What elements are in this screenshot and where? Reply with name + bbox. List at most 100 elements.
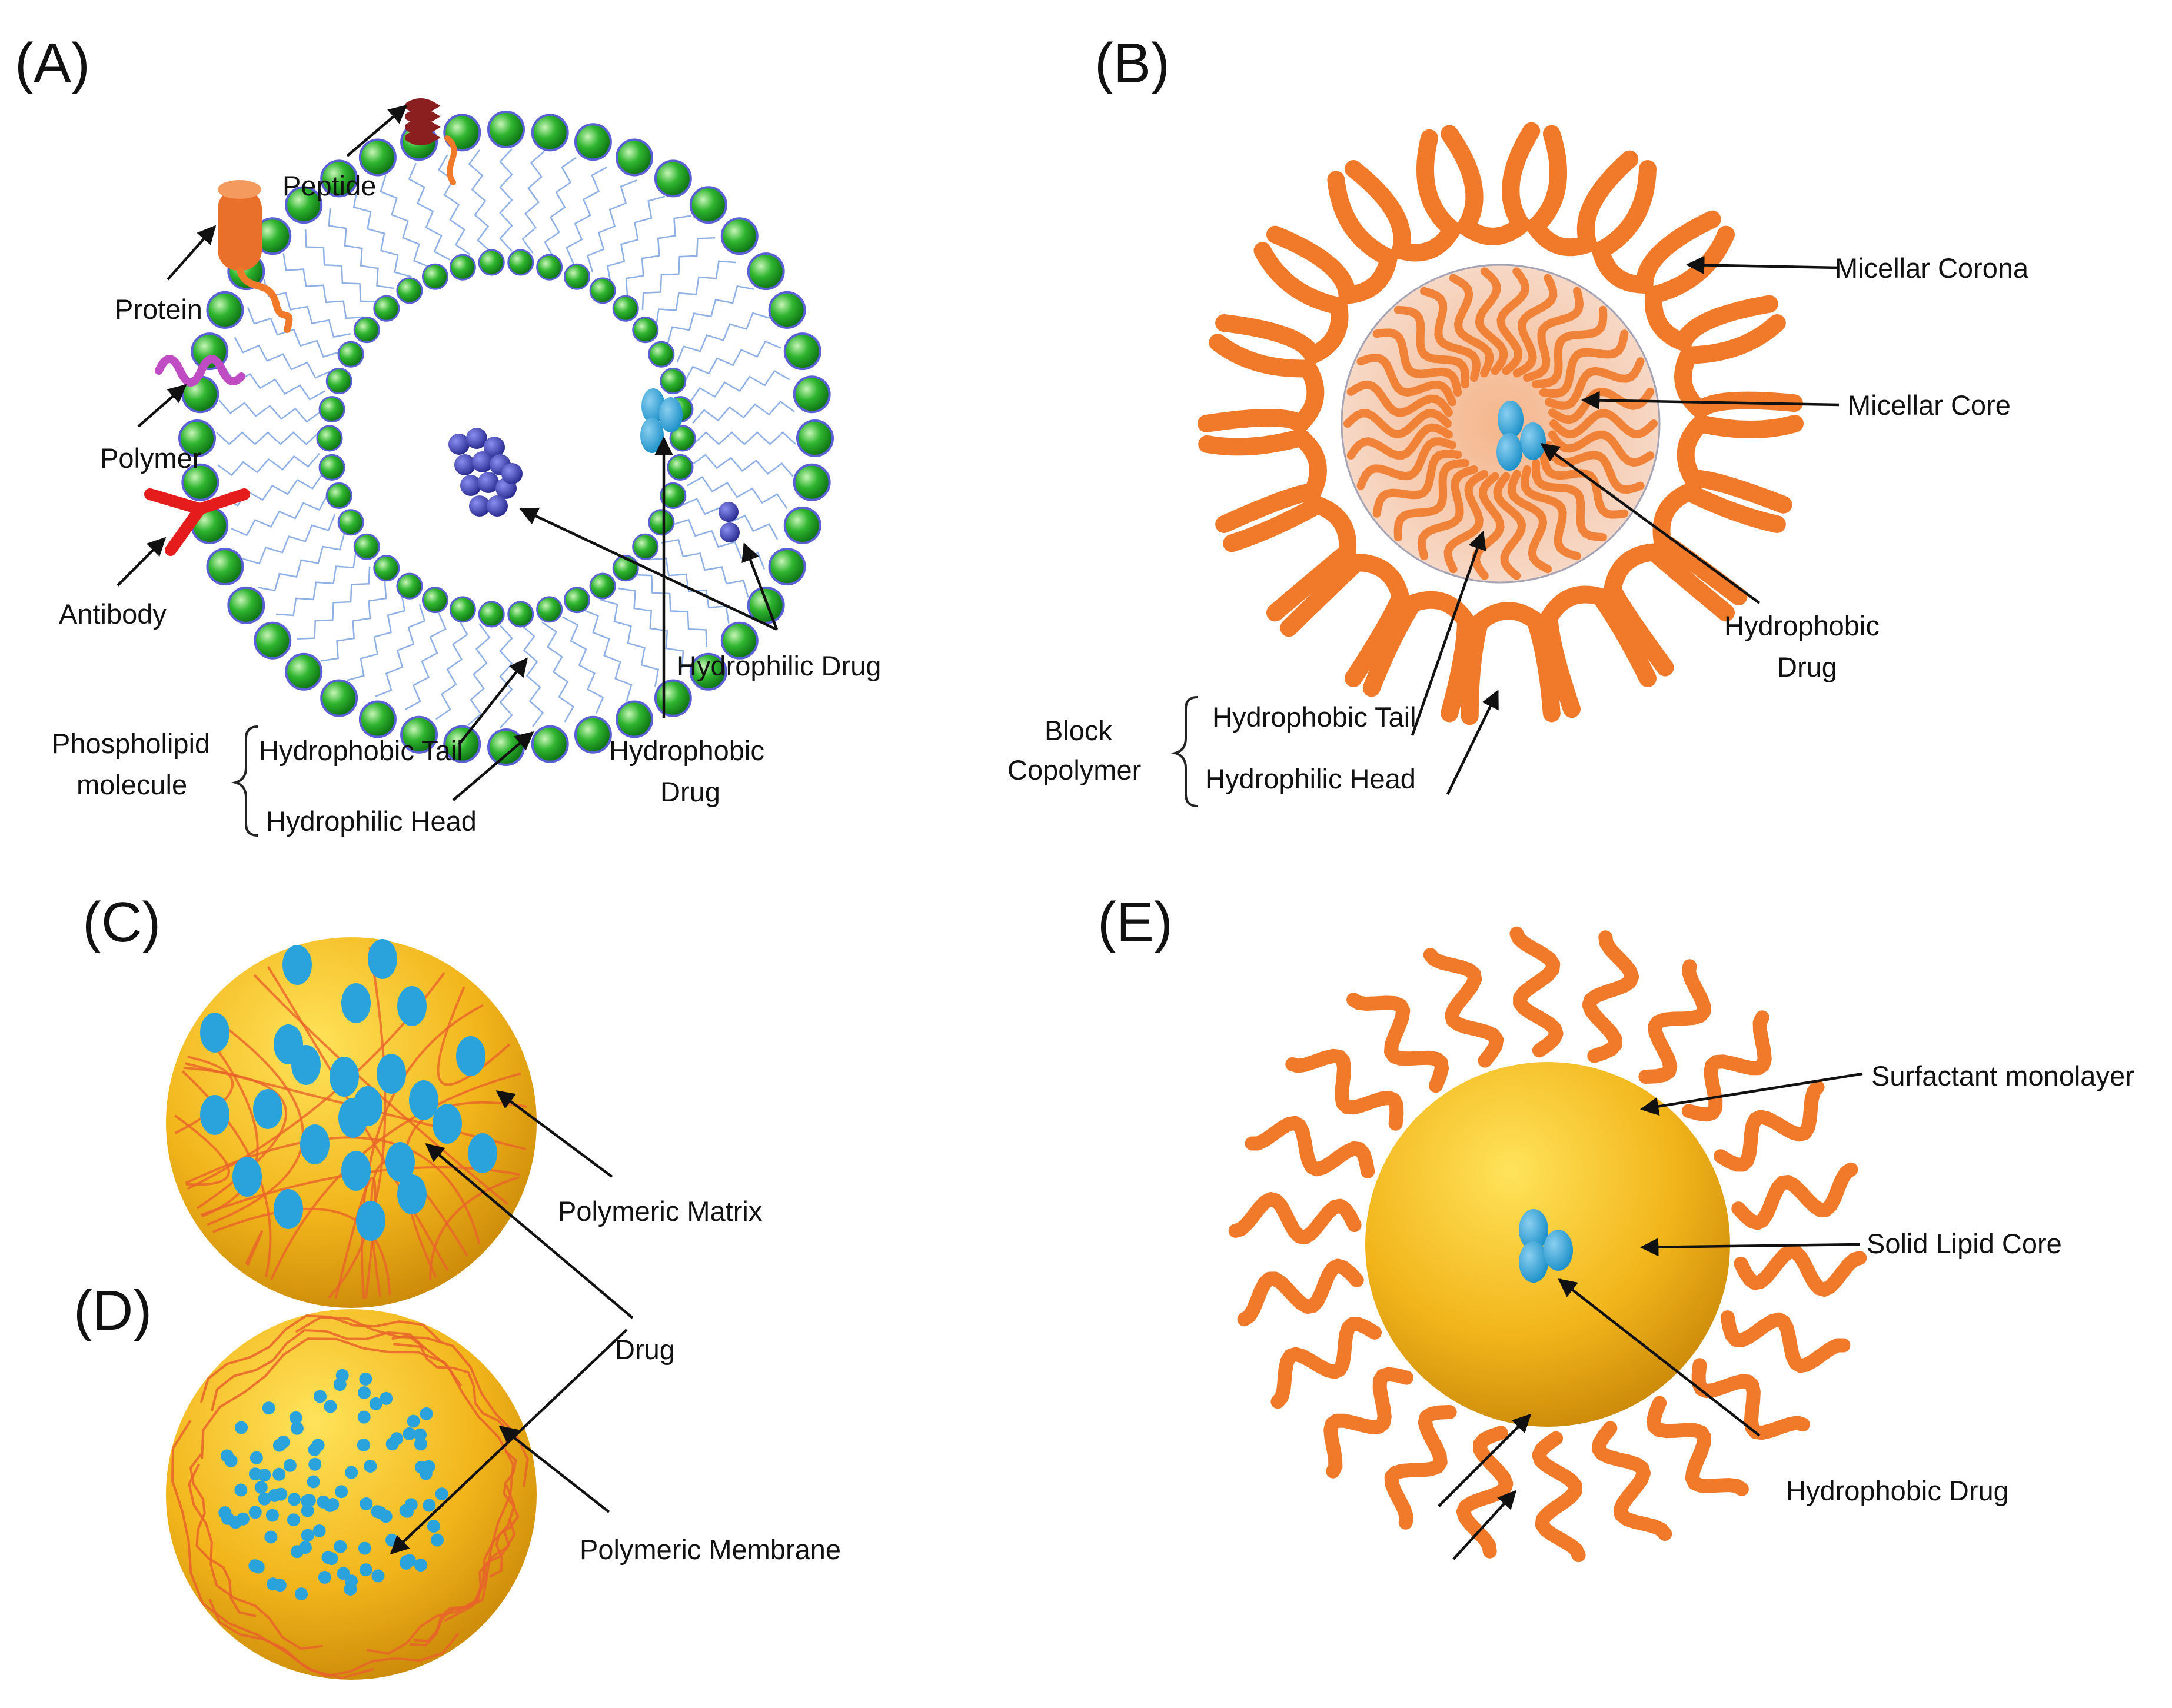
inner-head — [632, 317, 659, 344]
tail-zigzag — [692, 400, 795, 424]
outer-head — [531, 725, 569, 763]
drug-dot — [420, 1407, 433, 1420]
drug-dot — [248, 1506, 262, 1519]
corona-loop — [1674, 314, 1803, 421]
surfactant-chain — [1509, 926, 1564, 1058]
drug-particle — [433, 1104, 462, 1144]
drug-dot — [318, 1570, 331, 1584]
peptide-ligand — [405, 98, 457, 185]
polymeric-membrane-fibers — [171, 1314, 529, 1680]
drug-dot — [229, 1516, 242, 1529]
drug-particle — [397, 986, 427, 1026]
matrix-fiber — [429, 1176, 520, 1281]
outer-head — [574, 123, 612, 161]
inner-head — [507, 601, 534, 628]
drug-dot — [414, 1428, 427, 1441]
block-copolymer-brace — [1170, 696, 1198, 807]
hydrophobic-drug-label-b-line1: Hydrophobic — [1724, 610, 1880, 641]
matrix-fiber — [334, 1177, 377, 1299]
tail-zigzag — [234, 337, 332, 379]
nanosphere-panel — [166, 937, 537, 1308]
tail-zigzag — [562, 616, 604, 714]
outer-head — [206, 548, 244, 586]
outer-head — [358, 138, 397, 177]
corona-loop — [1441, 122, 1541, 245]
tail-zigzag — [408, 162, 450, 261]
surfactant-chain — [1384, 1405, 1457, 1530]
drug-dot — [290, 1421, 304, 1435]
core-tail — [1417, 465, 1478, 561]
hydrophilic-drug-bead — [448, 434, 470, 455]
drug-particle — [338, 1098, 368, 1138]
drug-particle — [341, 983, 371, 1023]
drug-dot — [258, 1492, 271, 1506]
drug-dot — [357, 1439, 370, 1451]
peptide-label: Peptide — [282, 170, 376, 201]
polymeric-membrane-label: Polymeric Membrane — [580, 1534, 841, 1565]
hydrophilic-head-label-a: Hydrophilic Head — [266, 805, 477, 837]
inner-head — [478, 601, 505, 628]
hydrophobic-drug-label-b-line2: Drug — [1777, 651, 1837, 682]
core-tail — [1523, 287, 1584, 382]
corona-loop — [1362, 591, 1475, 723]
edge-hydrophilic-drug — [719, 502, 740, 542]
tail-zigzag — [276, 550, 357, 617]
drug-dot — [265, 1509, 279, 1522]
drug-dot — [287, 1513, 300, 1527]
inner-head — [373, 555, 400, 582]
tail-zigzag — [380, 175, 431, 268]
tail-zigzag — [641, 237, 716, 311]
drug-dot — [298, 1541, 312, 1554]
core-tail — [1449, 274, 1494, 378]
matrix-fiber — [174, 1056, 234, 1134]
tail-zigzag — [520, 624, 544, 727]
hydrophilic-drug-label: Hydrophilic Drug — [677, 650, 881, 681]
core-tail — [1539, 329, 1629, 398]
outer-head — [181, 463, 219, 501]
core-tail — [1346, 423, 1453, 460]
tail-zigzag — [297, 566, 371, 640]
drug-dot — [289, 1411, 302, 1424]
membrane-fiber — [391, 1334, 510, 1447]
tail-zigzag — [581, 608, 633, 702]
core-tail — [1507, 470, 1552, 574]
drug-dot — [364, 1460, 377, 1473]
drug-dot — [385, 1437, 399, 1451]
tail-zigzag — [328, 208, 394, 289]
drug-dot — [295, 1587, 308, 1601]
annotation-arrows — [117, 104, 1863, 1560]
drug-dot — [312, 1524, 326, 1537]
panel-label-b: (B) — [1095, 32, 1170, 95]
tail-zigzag — [625, 215, 691, 296]
outer-head — [689, 652, 727, 691]
inner-head — [353, 533, 380, 560]
tail-zigzag — [499, 625, 513, 728]
drug-dot — [234, 1483, 248, 1497]
polymeric-matrix-label: Polymeric Matrix — [558, 1196, 762, 1227]
hydrophilic-drug-bead — [466, 428, 487, 449]
matrix-fiber — [212, 1207, 391, 1295]
core-tail — [1420, 287, 1481, 382]
panel-label-c: (C) — [82, 891, 161, 954]
drug-dot — [250, 1451, 263, 1464]
micellar-core-label: Micellar Core — [1848, 389, 2011, 421]
surfactant-chain — [1237, 1258, 1364, 1327]
drug-particle — [356, 1201, 385, 1241]
drug-dot — [360, 1497, 373, 1510]
corona-loop — [1461, 602, 1561, 725]
tail-zigzag — [375, 604, 426, 698]
core-tail — [1531, 458, 1607, 542]
outer-head — [178, 419, 216, 457]
drug-dot — [307, 1475, 320, 1489]
outer-head — [285, 186, 323, 224]
membrane-fiber — [188, 1463, 323, 1650]
drug-dot — [399, 1504, 413, 1517]
outer-head — [768, 548, 806, 586]
outer-head — [531, 114, 569, 152]
inner-head — [396, 277, 423, 304]
hydrophilic-drug-bead — [460, 475, 481, 496]
tail-zigzag — [242, 514, 336, 565]
hydrophobic-tail-label-a: Hydrophobic Tail — [259, 735, 463, 766]
phospholipid-tails — [216, 148, 796, 728]
nanocapsule-body — [166, 1309, 537, 1680]
